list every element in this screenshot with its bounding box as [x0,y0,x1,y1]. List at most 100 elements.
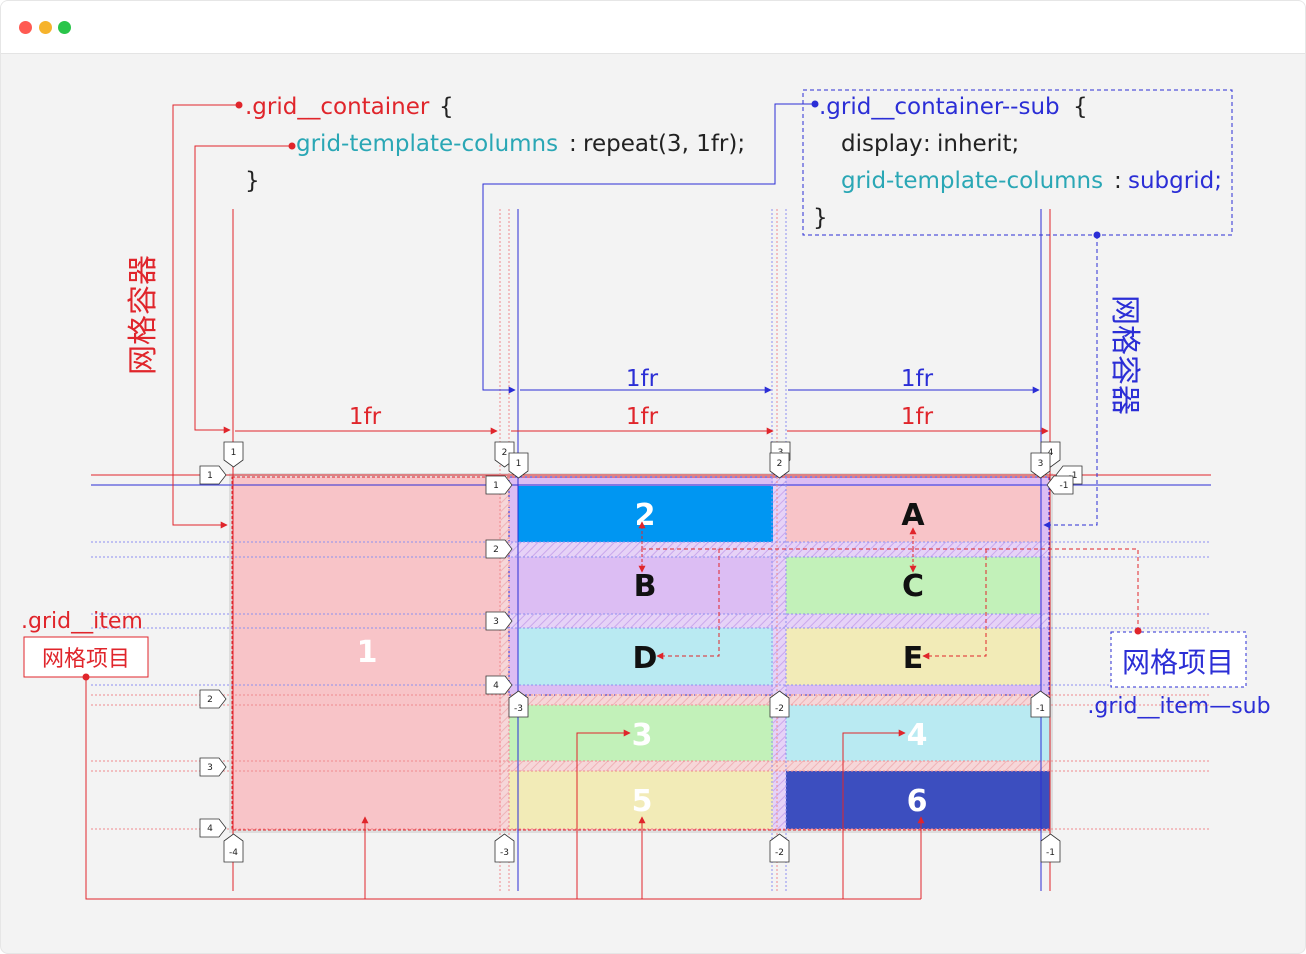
cell-2 [518,486,773,542]
fr-label-parent-3: 1fr [901,404,934,430]
sub-row-gap-2 [509,614,1049,628]
svg-text:1: 1 [207,471,213,481]
sub-close-brace: } [813,205,828,231]
cell-3 [509,705,773,761]
cell-label-a: A [901,498,925,533]
cell-label-e: E [903,641,924,676]
svg-text:-2: -2 [775,704,784,714]
sub-colon-2: : [1114,168,1122,194]
tag-sub-row-2: 2 [485,539,513,559]
svg-text:1: 1 [516,459,522,469]
svg-text:4: 4 [493,681,499,691]
svg-text:3: 3 [1038,459,1044,469]
svg-text:3: 3 [493,617,499,627]
grid-item-sub-cn-label: 网格项目 [1122,646,1234,679]
sub-prop-display: display [841,131,923,157]
svg-text:-3: -3 [500,848,509,858]
cell-4 [786,705,1050,761]
grid-container-cn-label: 网格容器 [126,255,161,375]
line-number-tags: 1 2 3 4 1 2 3 1 2 3 4 1 2 3 4 -1 -1 -3 -… [199,441,1083,863]
parent-track-sizes: 1fr 1fr 1fr [235,404,1049,435]
tag-sub-row-1: 1 [485,475,513,495]
grid-item-connectors [82,673,925,900]
svg-text:1: 1 [231,448,237,458]
parent-close-brace: } [245,168,260,194]
cell-label-1: 1 [357,635,378,670]
sub-code-block: .grid__container--sub { display : inheri… [813,94,1222,231]
row-guide-lines [91,474,1211,830]
svg-text:4: 4 [1048,448,1054,458]
svg-text:-2: -2 [775,848,784,858]
cell-label-4: 4 [907,718,928,753]
parent-code-block: .grid__container { grid-template-columns… [245,94,745,194]
tag-sub-col-neg-2: -2 [769,690,790,718]
svg-text:-1: -1 [1060,481,1069,491]
sub-colon-1: : [923,131,931,157]
tag-sub-row-3: 3 [485,611,513,631]
grid-item-class-label: .grid__item [21,609,143,634]
fr-label-parent-2: 1fr [626,404,659,430]
column-gap-2 [773,477,786,830]
parent-open-brace: { [439,94,454,120]
cell-label-b: B [634,569,657,604]
svg-text:4: 4 [207,824,213,834]
column-gap-1 [501,477,509,830]
fr-label-parent-1: 1fr [349,404,382,430]
svg-text:-1: -1 [1046,848,1055,858]
cell-label-d: D [633,641,658,676]
cell-label-5: 5 [632,784,653,819]
tag-parent-row-2: 2 [199,689,227,709]
sub-prop-columns: grid-template-columns [841,168,1103,194]
cell-label-6: 6 [907,784,928,819]
svg-text:1: 1 [493,481,499,491]
title-bar [1,1,1305,54]
svg-text:2: 2 [207,695,213,705]
cell-b [518,557,773,614]
tag-parent-col-1: 1 [223,441,244,468]
tag-parent-col-neg-4: -4 [223,833,244,863]
close-window-button[interactable] [19,21,32,34]
sub-track-sizes: 1fr 1fr [520,366,1040,394]
grid-outline [231,476,1051,831]
svg-text:-3: -3 [514,704,523,714]
tag-sub-row-4: 4 [485,675,513,695]
svg-text:2: 2 [502,448,508,458]
tag-sub-col-neg-3: -3 [508,690,529,718]
svg-text:-1: -1 [1036,704,1045,714]
parent-value: repeat(3, 1fr); [583,131,745,157]
tag-sub-col-1: 1 [508,452,529,479]
svg-text:2: 2 [777,459,783,469]
grid-item-sub-connectors [638,521,1142,660]
grid-item-cn-label: 网格项目 [42,647,130,672]
tag-parent-row-4: 4 [199,818,227,838]
tag-parent-col-neg-1: -1 [1040,833,1061,863]
row-gap-2 [509,761,1049,771]
tag-parent-col-neg-2: -2 [769,833,790,863]
grid-item-sub-class-label: .grid__item—sub [1087,694,1270,719]
fr-label-sub-1: 1fr [626,366,659,392]
sub-value-columns: subgrid; [1128,168,1222,194]
cell-label-3: 3 [632,718,653,753]
sub-value-display: inherit; [937,131,1019,157]
svg-text:3: 3 [207,763,213,773]
maximize-window-button[interactable] [58,21,71,34]
sub-selector: .grid__container--sub [819,94,1060,120]
sub-connectors [482,100,1101,529]
cell-label-c: C [902,569,924,604]
grid-item-sub-cn-box [1110,631,1247,688]
minimize-window-button[interactable] [39,21,52,34]
tag-parent-row-3: 3 [199,757,227,777]
parent-colon: : [569,131,577,157]
fr-label-sub-2: 1fr [901,366,934,392]
parent-selector: .grid__container [245,94,430,120]
subgrid-container-cn-label: 网格容器 [1107,295,1142,415]
svg-text:-4: -4 [229,848,238,858]
tag-sub-col-2: 2 [769,452,790,479]
cell-label-2: 2 [635,498,656,533]
tag-sub-row-neg-1: -1 [1046,475,1074,495]
svg-text:2: 2 [493,545,499,555]
tag-sub-col-neg-1: -1 [1030,690,1051,718]
sub-open-brace: { [1073,94,1088,120]
